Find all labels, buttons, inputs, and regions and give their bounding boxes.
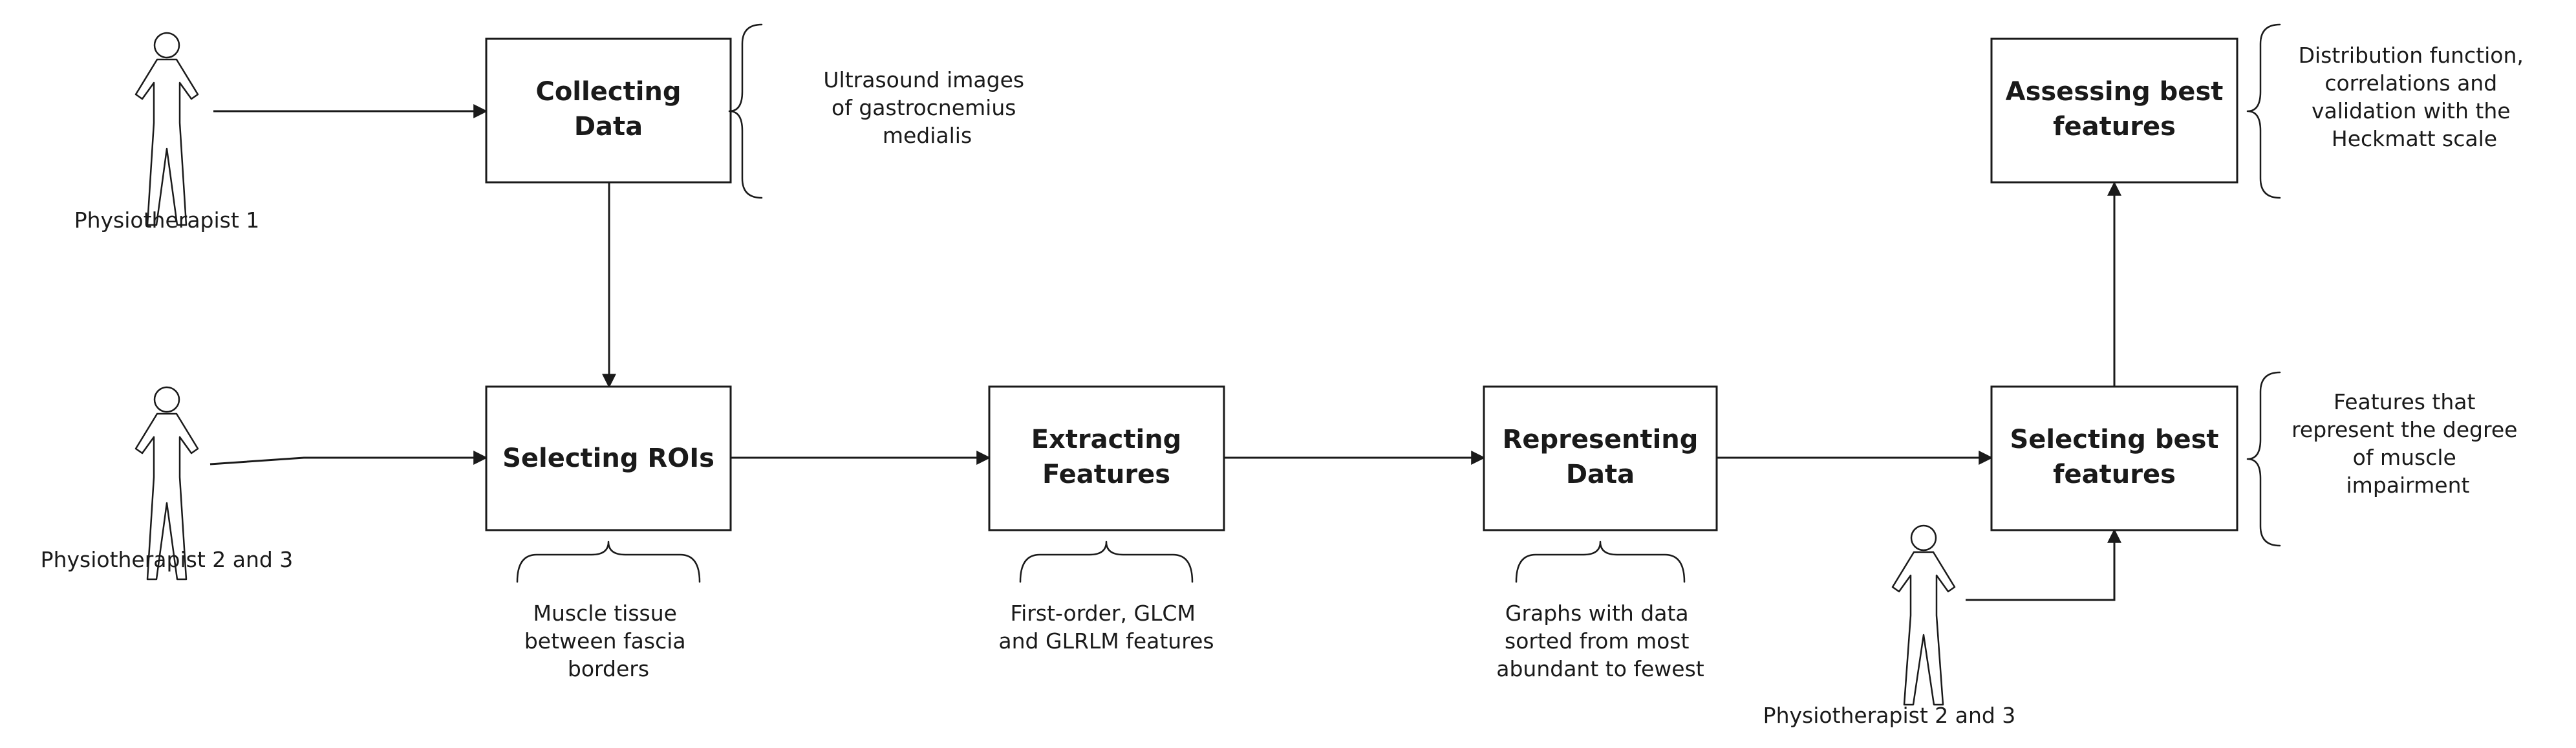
note-extracting: First-order, GLCM and GLRLM features [998, 601, 1214, 654]
actor-label-physiotherapist-2-3-left: Physiotherapist 2 and 3 [41, 547, 294, 572]
note-representing: Graphs with data sorted from most abunda… [1496, 601, 1704, 681]
arrow-physio23-right-to-selecting-best [1966, 528, 2121, 601]
person-icon [134, 386, 199, 581]
note-selecting-rois: Muscle tissue between fascia borders [524, 601, 692, 681]
connectors [209, 104, 2121, 601]
brace-assessing-note [2246, 23, 2281, 199]
brace-extracting-note [1019, 540, 1194, 583]
step-selecting-rois: Selecting ROIs [485, 385, 732, 531]
note-selecting-best: Features that represent the degree of mu… [2292, 389, 2524, 498]
brace-collecting-note [728, 23, 763, 199]
note-assessing-best: Distribution function, correlations and … [2299, 43, 2531, 151]
step-label: Selecting ROIs [502, 443, 714, 473]
brace-selecting-best-note [2246, 371, 2281, 547]
arrow-physio23-to-rois [209, 451, 488, 465]
braces [516, 23, 2281, 583]
note-collecting: Ultrasound images of gastrocnemius media… [823, 67, 1031, 148]
person-icon [134, 32, 199, 226]
brace-representing-note [1515, 540, 1686, 583]
person-icon [1891, 524, 1956, 706]
actor-label-physiotherapist-2-3-right: Physiotherapist 2 and 3 [1763, 703, 2016, 728]
actor-label-physiotherapist-1: Physiotherapist 1 [74, 208, 260, 233]
brace-rois-note [516, 540, 701, 583]
